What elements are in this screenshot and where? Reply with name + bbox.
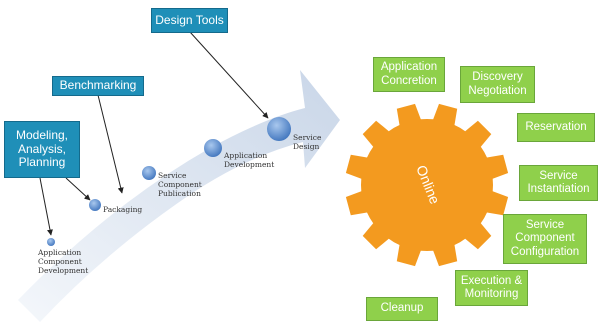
- service-component-configuration-box: Service Component Configuration: [503, 214, 587, 264]
- modeling-analysis-planning-box: Modeling, Analysis, Planning: [4, 121, 80, 178]
- lifecycle-arrow: [18, 70, 340, 322]
- gear-icon: [345, 103, 509, 267]
- design-tools-box: Design Tools: [151, 8, 228, 33]
- service-instantiation-box: Service Instantiation: [519, 165, 598, 201]
- modeling-pointer-b: [65, 177, 91, 201]
- milestone-dot-application-component-development: [47, 238, 55, 246]
- milestone-dot-packaging: [89, 199, 101, 211]
- benchmarking-pointer: [97, 94, 124, 194]
- gear-shape: [345, 103, 509, 267]
- milestone-dot-service-component-publication: [142, 166, 156, 180]
- design-tools-pointer: [189, 31, 269, 119]
- execution-monitoring-box: Execution & Monitoring: [455, 270, 528, 306]
- discovery-negotiation-box: Discovery Negotiation: [460, 66, 535, 103]
- cleanup-box: Cleanup: [366, 297, 438, 321]
- application-concretion-box: Application Concretion: [373, 57, 445, 92]
- reservation-box: Reservation: [517, 113, 595, 142]
- milestone-dot-application-development: [204, 139, 222, 157]
- benchmarking-box: Benchmarking: [52, 76, 144, 96]
- milestone-dot-service-design: [267, 117, 291, 141]
- modeling-pointer-a: [39, 177, 53, 236]
- milestone-label: Packaging: [103, 205, 142, 214]
